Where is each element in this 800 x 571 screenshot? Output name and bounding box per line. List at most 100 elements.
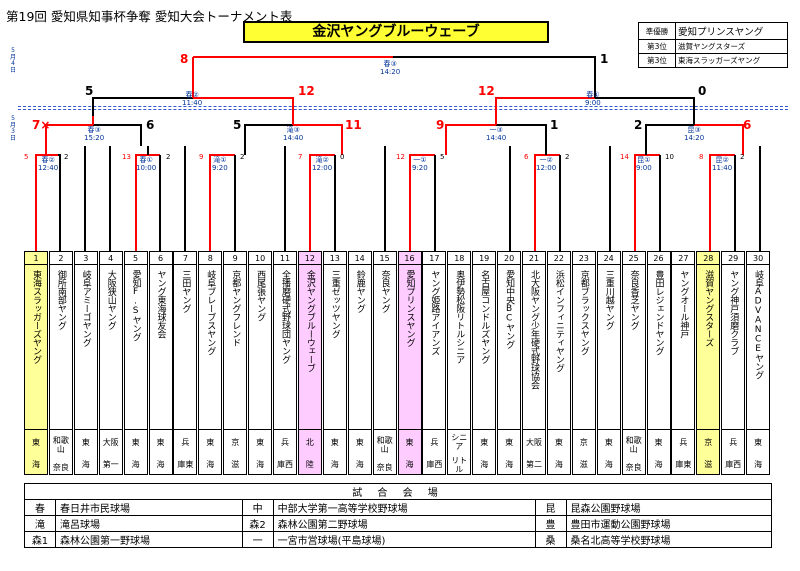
score-sfa-left: 5	[85, 84, 94, 98]
team-number: 20	[498, 252, 521, 265]
team-number: 14	[348, 252, 371, 265]
team-region: 東海	[349, 431, 371, 476]
team-number: 21	[523, 252, 545, 265]
venue-name: 中部大学第一高等学校野球場	[272, 499, 536, 516]
team-region-part: 東	[330, 437, 339, 447]
date-divider-upper	[18, 106, 788, 107]
team-number: 4	[99, 252, 122, 265]
score-r1b-left: 13	[122, 153, 131, 161]
score-r1e-right: 5	[440, 153, 445, 161]
team-number: 28	[697, 252, 720, 265]
team-region: 北陸	[299, 431, 321, 476]
team-region-part: 滋	[704, 460, 713, 470]
result-row: 第3位 東海スラッガーズヤング	[638, 53, 788, 68]
team-region-part: 東	[156, 437, 165, 447]
team-name: 愛知中央BCヤング	[498, 266, 521, 430]
team-region-part: 東	[355, 437, 364, 447]
team-region-part: 第二	[526, 460, 542, 470]
team-region-part: 東	[32, 437, 40, 447]
team-region-part: 東	[206, 437, 215, 447]
team-region: シニアリトル	[448, 431, 470, 476]
team-number: 24	[597, 252, 620, 265]
team-name: 三田ヤング	[174, 266, 197, 430]
venue-name: 春日井市民球場	[55, 499, 243, 516]
venue-table-header: 試 合 会 場	[24, 483, 772, 500]
venue-key: 一	[241, 531, 274, 548]
team-region-part: 京	[231, 437, 240, 447]
venue-name: 豊田市運動公園野球場	[565, 515, 773, 532]
score-sfb-right: 0	[698, 84, 707, 98]
team-region-part: 海	[405, 460, 414, 470]
venue-row: 滝 滝呂球場 森2 森林公園第二野球場 豊 豊田市運動公園野球場	[24, 515, 773, 532]
team-region-part: 庫西	[725, 460, 742, 470]
team-region: 東海	[747, 431, 769, 476]
team-region-part: 海	[156, 460, 165, 470]
date-label-upper: 5月4日	[9, 47, 16, 74]
score-r1f-right: 2	[565, 153, 570, 161]
team-region: 東海	[399, 431, 421, 476]
score-sfa-right: 12	[298, 84, 315, 98]
team-region-part: 大阪	[526, 437, 542, 447]
team-region-part: 海	[32, 460, 40, 470]
team-number: 26	[647, 252, 670, 265]
team-region: 兵庫西	[423, 431, 445, 476]
team-region-part: 庫西	[277, 460, 293, 470]
team-region-part: 兵	[281, 437, 289, 447]
team-region: 東海	[150, 431, 172, 476]
team-name: 奥伊勢松阪リトルシニア	[448, 266, 471, 430]
score-r1h-left: 8	[699, 153, 704, 161]
team-number: 3	[74, 252, 97, 265]
score-r1h-right: 2	[740, 153, 745, 161]
team-number: 12	[298, 252, 321, 265]
team-name: 浜松インフィニティヤング	[547, 266, 570, 430]
team-region: 東海	[25, 431, 47, 476]
team-name: 北大阪ヤング少年硬式野球協会	[523, 266, 545, 430]
team-region-part: 東	[81, 437, 90, 447]
team-number: 30	[747, 252, 770, 265]
team-region: 東海	[473, 431, 495, 476]
score-r2c-right: 1	[550, 118, 559, 132]
team-region: 東海	[648, 431, 670, 476]
team-region: 京滋	[224, 431, 246, 476]
team-region: 和歌山奈良	[50, 431, 72, 476]
team-region-part: 大阪	[102, 437, 119, 447]
team-number: 27	[672, 252, 695, 265]
score-r2a-left: 7×	[32, 118, 51, 132]
score-r1b-right: 2	[166, 153, 171, 161]
team-region-part: 海	[330, 460, 339, 470]
score-r2b-right: 11	[345, 118, 362, 132]
team-region: 兵庫西	[722, 431, 744, 476]
team-region: 東海	[249, 431, 271, 476]
team-region-part: 庫西	[426, 460, 443, 470]
team-region: 京滋	[573, 431, 595, 476]
team-number: 1	[25, 252, 47, 265]
team-region-part: 和歌山	[625, 435, 642, 454]
